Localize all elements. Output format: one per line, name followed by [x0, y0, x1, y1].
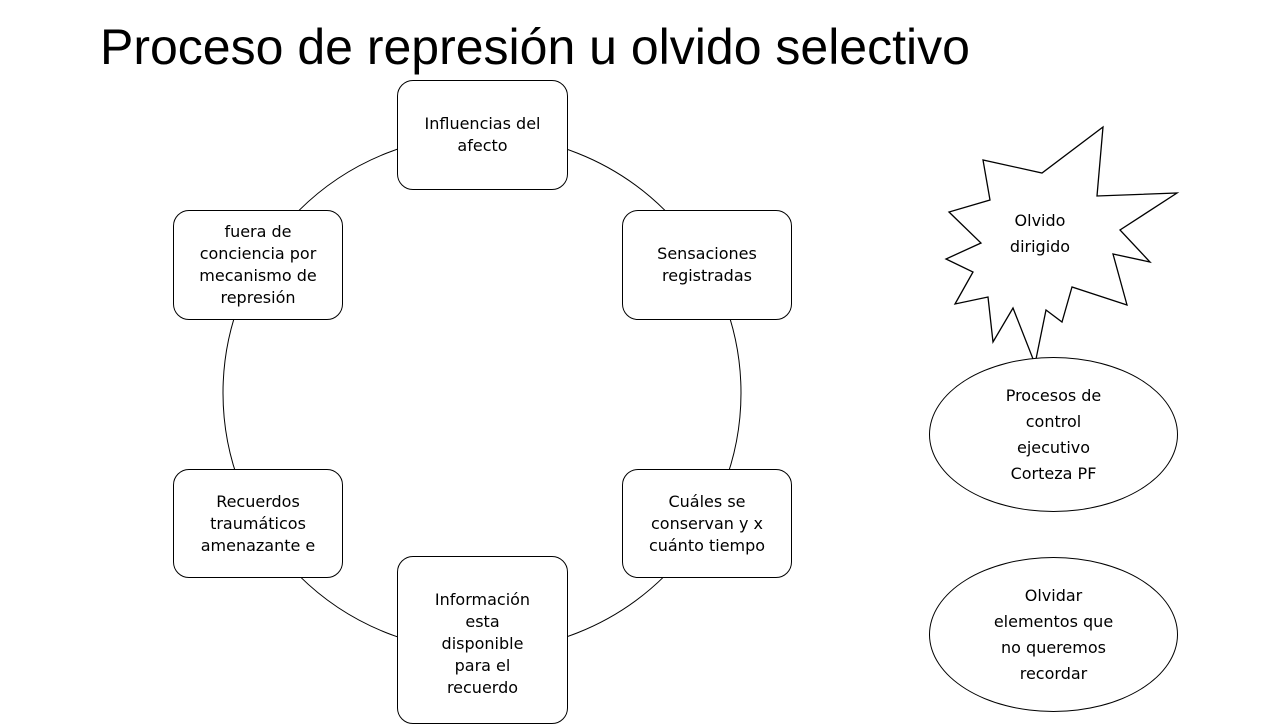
star-label-olvido-dirigido: Olvido dirigido: [990, 208, 1090, 260]
node-line: conservan y x: [650, 513, 763, 533]
star-line: Olvido: [1014, 211, 1066, 230]
node-cuales-se-conservan: Cuáles se conservan y x cuánto tiempo: [622, 469, 792, 578]
node-line: cuánto tiempo: [648, 535, 766, 555]
node-label: Sensaciones registradas: [657, 243, 757, 287]
node-label: fuera de conciencia por mecanismo de rep…: [199, 221, 316, 309]
node-line: disponible: [441, 634, 524, 653]
node-line: fuera de: [224, 222, 292, 241]
node-label: Información esta disponible para el recu…: [435, 589, 530, 699]
ellipse-label: Procesos de control ejecutivo Corteza PF: [1006, 383, 1102, 487]
ellipse-line: ejecutivo: [1016, 437, 1091, 457]
node-line: afecto: [457, 136, 508, 155]
node-informacion-disponible: Información esta disponible para el recu…: [397, 556, 568, 724]
node-line: registradas: [662, 266, 752, 285]
node-label: Influencias del afecto: [425, 113, 541, 157]
ellipse-line: recordar: [1019, 663, 1088, 683]
node-influencias-del-afecto: Influencias del afecto: [397, 80, 568, 190]
node-line: mecanismo de: [199, 266, 317, 285]
node-line: Información: [434, 590, 531, 609]
node-fuera-de-conciencia: fuera de conciencia por mecanismo de rep…: [173, 210, 343, 320]
node-recuerdos-traumaticos: Recuerdos traumáticos amenazante e: [173, 469, 343, 578]
node-line: Sensaciones: [657, 244, 757, 263]
ellipse-label: Olvidar elementos que no queremos record…: [994, 583, 1113, 687]
ellipse-line: Corteza PF: [1010, 463, 1097, 483]
node-line: traumáticos: [210, 513, 306, 533]
node-line: represión: [220, 288, 296, 307]
node-line: Influencias del: [424, 114, 541, 133]
node-label: Cuáles se conservan y x cuánto tiempo: [649, 491, 765, 557]
node-line: Cuáles se: [668, 491, 746, 511]
ellipse-procesos-control-ejecutivo: Procesos de control ejecutivo Corteza PF: [929, 357, 1178, 512]
node-line: amenazante e: [200, 535, 316, 555]
ellipse-olvidar-elementos: Olvidar elementos que no queremos record…: [929, 557, 1178, 712]
node-label: Recuerdos traumáticos amenazante e: [201, 491, 316, 557]
node-line: esta: [465, 612, 500, 631]
ellipse-line: Procesos de: [1005, 385, 1102, 405]
star-line: dirigido: [1009, 237, 1071, 256]
node-line: recuerdo: [446, 678, 519, 697]
ellipse-line: Olvidar: [1024, 585, 1083, 605]
ellipse-line: no queremos: [1001, 637, 1106, 657]
slide-title: Proceso de represión u olvido selectivo: [100, 19, 970, 75]
node-line: Recuerdos: [216, 491, 300, 511]
node-line: conciencia por: [199, 244, 317, 263]
node-sensaciones-registradas: Sensaciones registradas: [622, 210, 792, 320]
ellipse-line: control: [1025, 411, 1082, 431]
ellipse-line: elementos que: [993, 611, 1114, 631]
star-burst: [944, 125, 1180, 367]
node-line: para el: [454, 656, 511, 675]
